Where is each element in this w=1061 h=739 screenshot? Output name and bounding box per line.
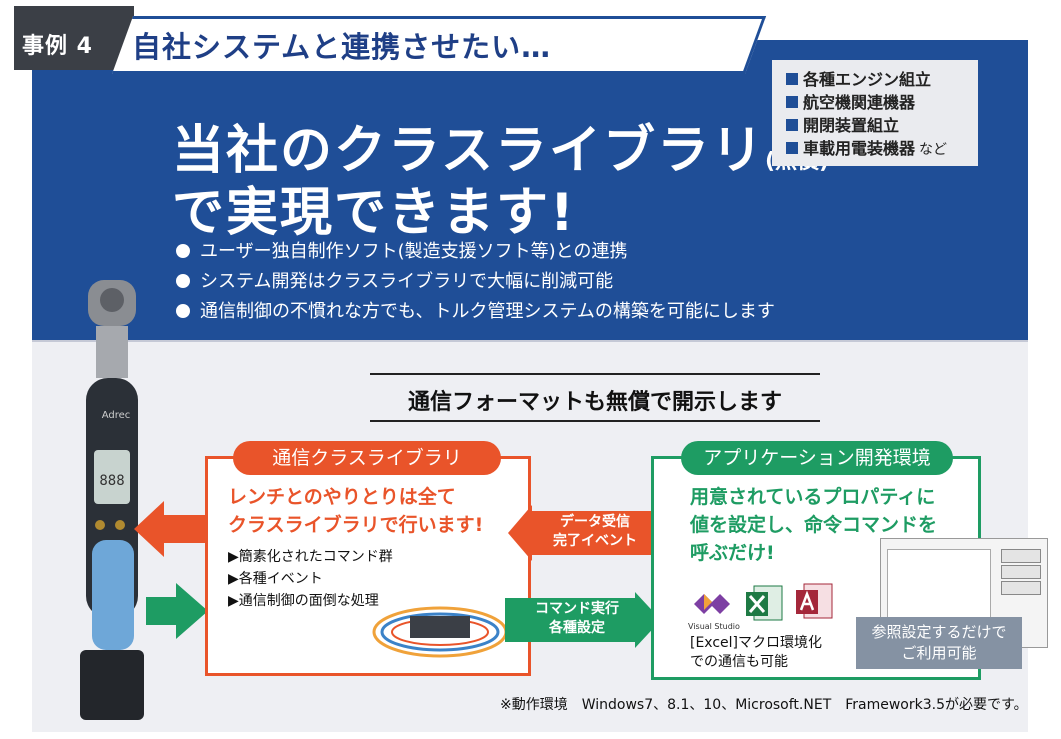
vs-label: Visual Studio [688, 622, 740, 631]
wrench-brand: Adrec [102, 410, 131, 421]
command-label: コマンド実行各種設定 [535, 601, 619, 636]
headline-line2: で実現できます! [172, 183, 576, 243]
bullet-item: 通信制御の不慣れな方でも、トルク管理システムの構築を可能にします [176, 298, 775, 326]
industry-item: 車載用電装機器など [786, 137, 964, 162]
industry-item: 各種エンジン組立 [786, 68, 964, 91]
square-icon [786, 142, 798, 154]
case-label: 事例 4 [22, 34, 93, 59]
right-arrow-green-icon [146, 583, 208, 639]
bullet-list: ユーザー独自制作ソフト(製造支援ソフト等)との連携 システム開発はクラスライブラ… [176, 238, 775, 328]
excel-note: [Excel]マクロ環境化での通信も可能 [690, 635, 823, 670]
industry-list: 各種エンジン組立 航空機関連機器 開閉装置組立 車載用電装機器など [772, 60, 978, 166]
divider [370, 373, 820, 375]
excel-icon [746, 585, 783, 621]
library-lead: レンチとのやりとりは全てクラスライブラリで行います! [228, 486, 484, 536]
square-icon [786, 73, 798, 85]
list-item: ▶簡素化されたコマンド群 [228, 549, 393, 565]
app-env-title: アプリケーション開発環境 [681, 441, 953, 475]
left-arrow-orange-icon [134, 501, 206, 557]
divider [370, 420, 820, 422]
reference-callout: 参照設定するだけでご利用可能 [856, 617, 1022, 669]
visual-studio-icon [694, 594, 730, 614]
command-arrow-icon [505, 592, 661, 648]
square-icon [786, 119, 798, 131]
square-icon [786, 96, 798, 108]
torque-wrench-image: 888 Adrec [80, 280, 144, 720]
bullet-item: システム開発はクラスライブラリで大幅に削減可能 [176, 268, 775, 296]
dialog-button [1001, 549, 1041, 563]
dialog-button [1001, 581, 1041, 595]
library-box [205, 456, 531, 676]
industry-suffix: など [919, 142, 948, 158]
bullet-item: ユーザー独自制作ソフト(製造支援ソフト等)との連携 [176, 238, 775, 266]
format-heading: 通信フォーマットも無償で開示します [407, 390, 782, 415]
app-env-lead: 用意されているプロパティに値を設定し、命令コマンドを呼ぶだけ! [690, 486, 938, 564]
list-item: ▶通信制御の面倒な処理 [228, 593, 379, 609]
case-tag [14, 6, 134, 70]
industry-item: 開閉装置組立 [786, 114, 964, 137]
svg-text:888: 888 [99, 473, 124, 489]
library-feature-list: ▶簡素化されたコマンド群 ▶各種イベント ▶通信制御の面倒な処理 [228, 546, 393, 612]
access-icon [796, 583, 833, 619]
receive-event-label: データ受信完了イベント [553, 514, 637, 549]
library-title: 通信クラスライブラリ [233, 441, 501, 475]
bullet-dot-icon [176, 274, 190, 288]
page-title: 自社システムと連携させたい… [132, 30, 552, 64]
receive-event-arrow-icon [508, 505, 662, 561]
library-orbit-graphic [372, 606, 508, 658]
industry-item: 航空機関連機器 [786, 91, 964, 114]
dialog-button [1001, 565, 1041, 579]
bullet-dot-icon [176, 304, 190, 318]
list-item: ▶各種イベント [228, 571, 323, 587]
bullet-dot-icon [176, 244, 190, 258]
footnote: ※動作環境 Windows7、8.1、10、Microsoft.NET Fram… [500, 697, 1028, 713]
